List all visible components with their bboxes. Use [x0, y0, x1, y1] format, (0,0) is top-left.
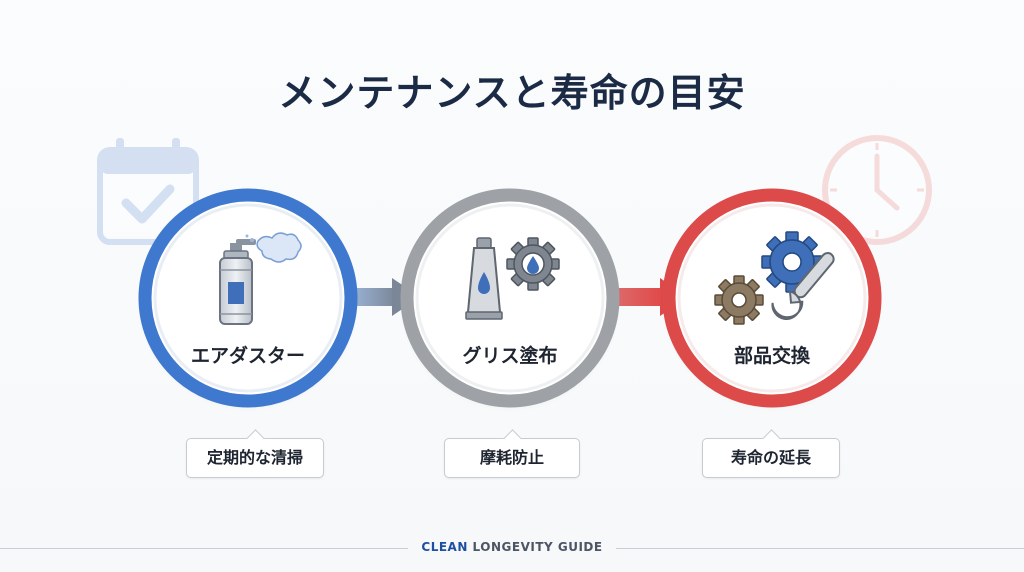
step-2-circle	[400, 188, 620, 408]
step-1-label: エアダスター	[190, 345, 305, 367]
grease-tube-gear-icon	[465, 237, 560, 320]
step-3-note-text: 寿命の延長	[730, 448, 811, 467]
step-3-note: 寿命の延長	[702, 429, 840, 478]
step-2-note: 摩耗防止	[444, 429, 580, 478]
step-3-circle	[662, 188, 882, 408]
page-title: メンテナンスと寿命の目安	[278, 71, 746, 115]
calendar-check-icon	[97, 138, 199, 245]
gear-wrench-icon	[714, 231, 835, 325]
step-1-note: 定期的な清掃	[186, 429, 324, 478]
step-1-note-text: 定期的な清掃	[206, 448, 303, 467]
clock-icon	[822, 135, 932, 245]
air-duster-can-icon	[219, 232, 302, 325]
footer-divider-left	[0, 548, 408, 549]
step-2-label: グリス塗布	[462, 345, 558, 367]
footer-divider-right	[616, 548, 1024, 549]
step-2-note-text: 摩耗防止	[479, 448, 544, 467]
step-3-label: 部品交換	[733, 345, 810, 367]
footer-accent: CLEAN	[421, 540, 468, 554]
footer-brand: CLEAN LONGEVITY GUIDE	[0, 540, 1024, 554]
footer-rest: LONGEVITY GUIDE	[467, 540, 603, 554]
